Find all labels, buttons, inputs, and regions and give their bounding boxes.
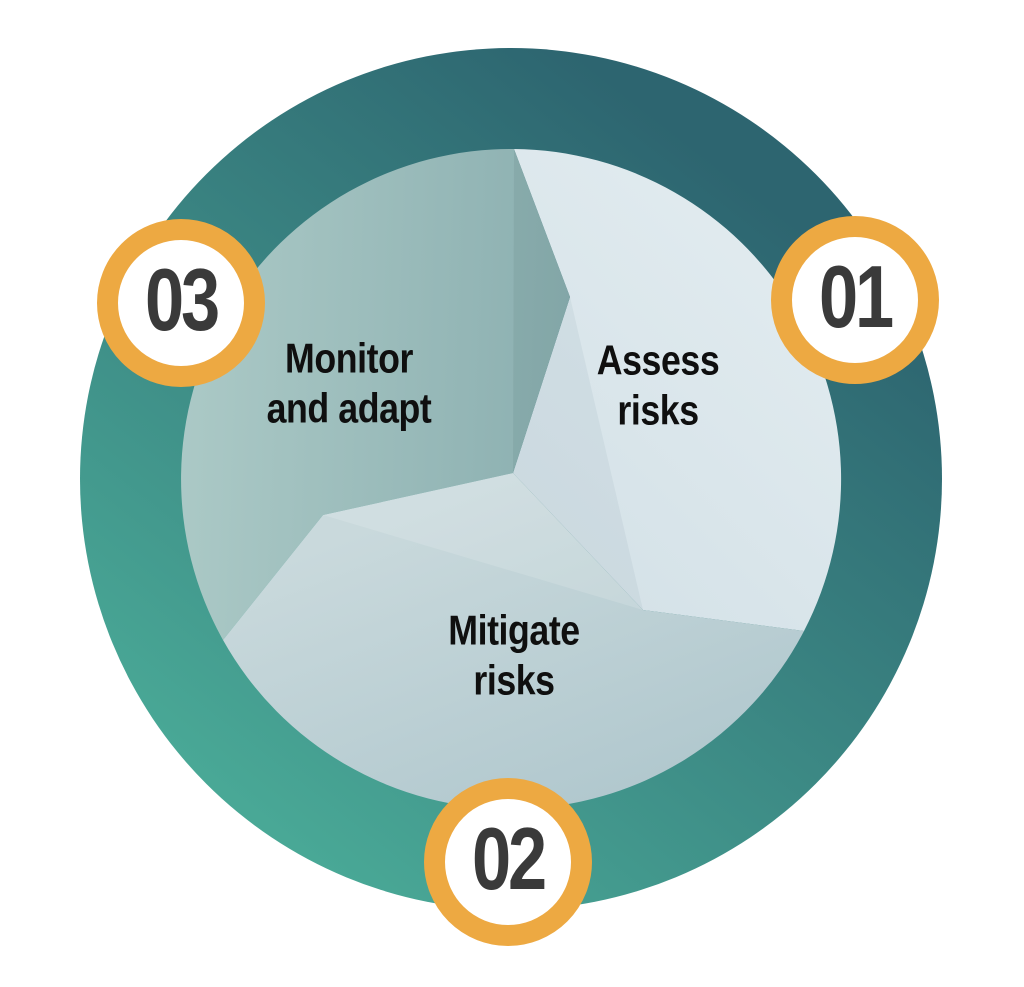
step-number-03: 03 <box>145 250 220 349</box>
mitigate-facet-highlight <box>323 473 643 610</box>
step-badge-02: 02 <box>424 778 592 946</box>
segment-label-monitor-and-adapt: Monitor and adapt <box>266 334 432 431</box>
segment-assess-risks <box>513 149 842 631</box>
step-number-01: 01 <box>819 247 894 346</box>
assess-facet-shade <box>513 297 643 610</box>
step-badge-03: 03 <box>97 219 265 387</box>
segment-mitigate-risks <box>223 473 804 810</box>
segment-label-mitigate-risks: Mitigate risks <box>448 606 580 703</box>
segment-label-assess-risks: Assess risks <box>596 336 720 433</box>
monitor-facet-shade <box>513 149 570 473</box>
segment-monitor-and-adapt <box>181 148 570 640</box>
step-number-02: 02 <box>472 809 547 908</box>
step-badge-01: 01 <box>771 216 939 384</box>
